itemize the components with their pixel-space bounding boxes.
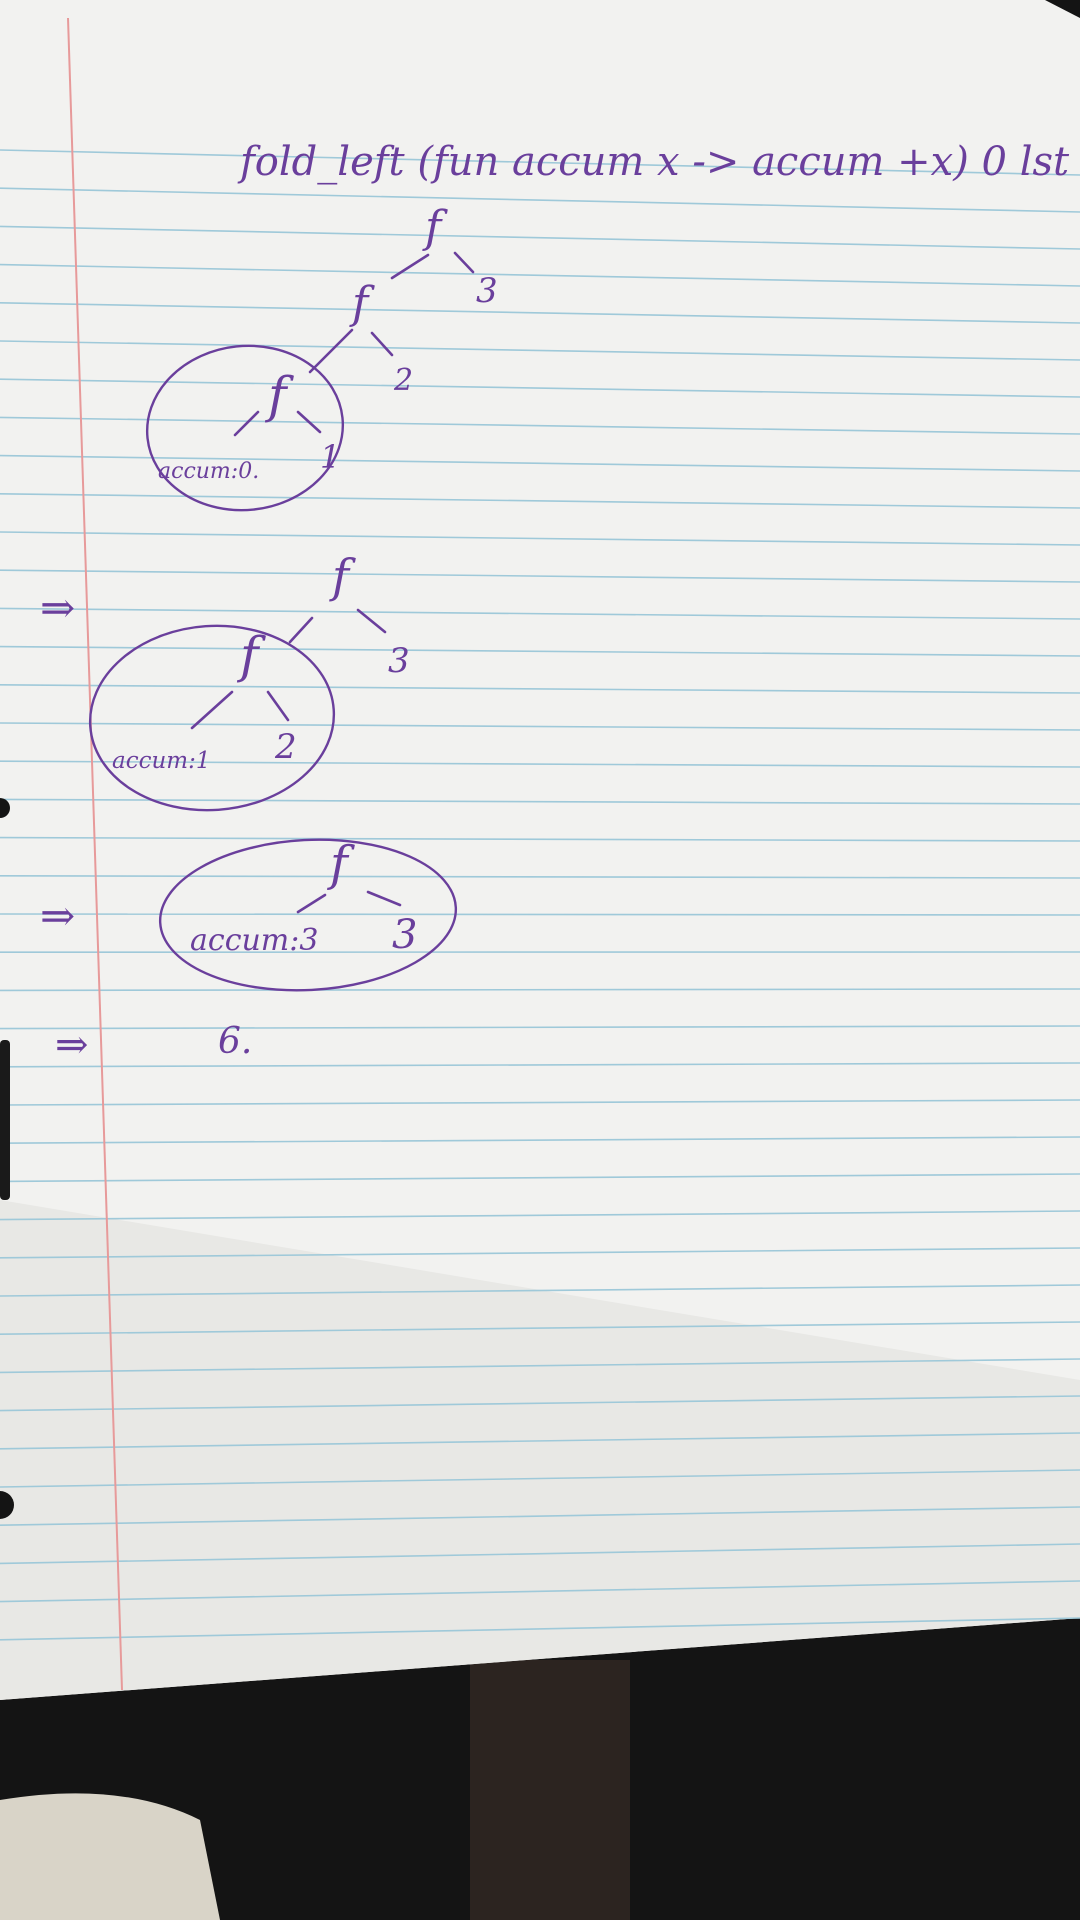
step1-accum-label: accum:0. [158,459,259,484]
step1-leaf-mid: 2 [393,363,413,398]
ruled-line [0,913,1080,916]
binder-hole [0,798,10,818]
ruled-line [0,1136,1080,1144]
edge [233,410,260,437]
ruled-line [0,149,1080,176]
step3-tree: ⇒ f accum:3 3 [40,836,458,992]
ruled-line [0,416,1080,435]
step2-leaf-inner: 2 [274,727,297,767]
ruled-line [0,302,1080,324]
ruled-line [0,988,1080,992]
ruled-line [0,722,1080,731]
edge [266,690,290,722]
ruled-line [0,1062,1080,1068]
ruled-line [0,1099,1080,1106]
ruled-line [0,874,1080,879]
result-arrow: ⇒ [55,1022,89,1068]
edge [296,893,327,914]
edge [288,616,314,644]
edge [308,328,354,374]
margin-line [67,17,123,1691]
ruled-line [0,1025,1080,1030]
binder-clip [0,1040,10,1200]
step2-circle [88,624,336,812]
step3-leaf-inner: 3 [392,912,417,958]
ruled-line [0,263,1080,287]
step3-arrow: ⇒ [40,891,75,940]
edge [356,608,387,634]
step3-circle [158,838,458,992]
step3-accum-label: accum:3 [190,923,318,958]
edge [370,331,394,357]
result: ⇒ 6. [55,1021,252,1068]
step2-accum-label: accum:1 [112,748,210,774]
ruled-line [0,378,1080,398]
fabric-corner [0,1793,220,1920]
ruled-line [0,454,1080,472]
ruled-line [0,1284,1080,1297]
ruled-line [0,1469,1080,1488]
edge [190,690,234,730]
ruled-line [0,798,1080,805]
ruled-line [0,684,1080,694]
ruled-line [0,1543,1080,1565]
ruled-lines [0,149,1080,1641]
ruled-line [0,1247,1080,1259]
ruled-line [0,340,1080,361]
edge [366,890,402,907]
ruled-line [0,225,1080,250]
result-value: 6. [218,1021,252,1062]
ruled-line [0,1358,1080,1374]
binder-hole [0,1491,14,1519]
heading-expression: fold_left (fun accum x -> accum +x) 0 ls… [237,139,1070,185]
ruled-line [0,1173,1080,1183]
ruled-line [0,760,1080,768]
ruled-line [0,1321,1080,1335]
step1-leaf-inner: 1 [320,438,340,476]
edge [390,253,430,280]
ruled-line [0,1506,1080,1526]
ruled-line [0,187,1080,213]
ruled-line [0,1432,1080,1450]
edge [453,251,475,274]
step2-leaf-top: 3 [388,641,410,681]
ruled-line [0,493,1080,509]
ruled-line [0,1395,1080,1412]
ruled-line [0,836,1080,842]
edge [296,410,322,434]
ruled-line [0,645,1080,657]
ruled-line [0,531,1080,546]
step2-tree: ⇒ f 3 f accum:1 2 [40,549,410,812]
ruled-line [0,569,1080,583]
step2-arrow: ⇒ [40,583,75,632]
ruled-line [0,607,1080,620]
ruled-line [0,1580,1080,1603]
ruled-line [0,1210,1080,1221]
ruled-line [0,1617,1080,1641]
paper-shade [0,1200,1080,1700]
knee-shadow [470,1660,630,1920]
step1-circle [145,344,345,512]
step1-leaf-top: 3 [476,271,498,311]
